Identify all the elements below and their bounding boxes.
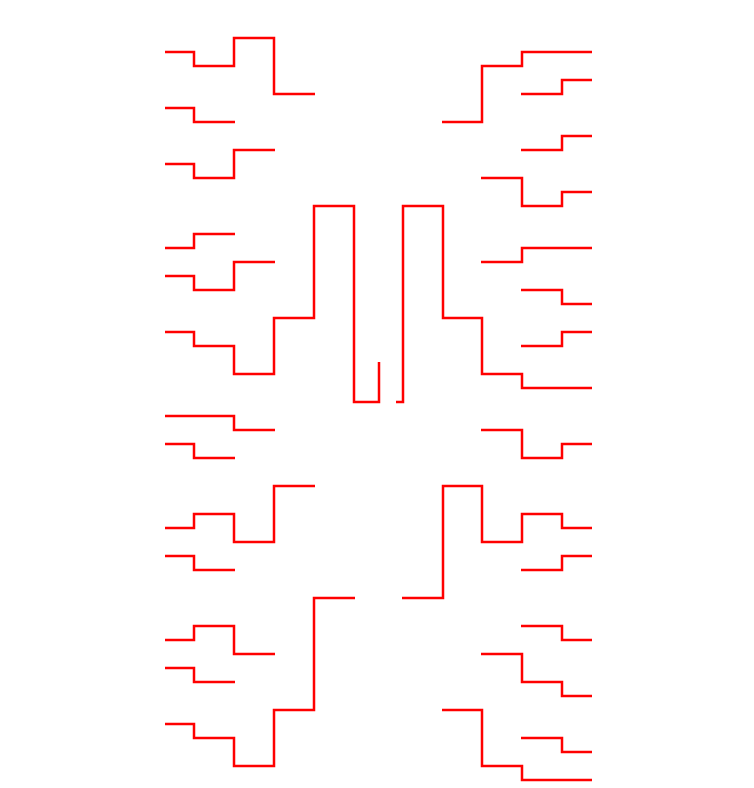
tree-branch-14 [442, 50, 592, 124]
tree-branch-18 [481, 246, 592, 264]
tree-branch-25 [521, 624, 592, 642]
tree-branch-10 [165, 554, 235, 572]
tree-branch-23 [402, 484, 592, 600]
tree-branch-22 [481, 428, 592, 460]
tree-branch-13 [165, 596, 355, 768]
tree-branch-3 [165, 148, 275, 180]
tree-branch-28 [442, 708, 592, 782]
tree-branch-19 [521, 288, 592, 306]
tree-branch-4 [165, 232, 235, 250]
tree-branch-26 [481, 652, 592, 698]
tree-branch-21 [396, 204, 592, 404]
tree-branch-8 [165, 442, 235, 460]
tree-branch-7 [165, 414, 275, 432]
tree-branch-9 [165, 484, 315, 544]
tree-branch-17 [481, 176, 592, 208]
tree-branch-16 [521, 134, 592, 152]
tree-branch-27 [521, 736, 592, 754]
tree-branch-5 [165, 260, 275, 292]
tree-branch-20 [521, 330, 592, 348]
tree-branch-11 [165, 624, 275, 656]
tree-branch-24 [521, 554, 592, 572]
tree-branch-2 [165, 106, 235, 124]
tree-branch-1 [165, 36, 315, 96]
tree-branch-12 [165, 666, 235, 684]
tree-branch-15 [521, 78, 592, 96]
tree-branch-6 [165, 204, 381, 404]
